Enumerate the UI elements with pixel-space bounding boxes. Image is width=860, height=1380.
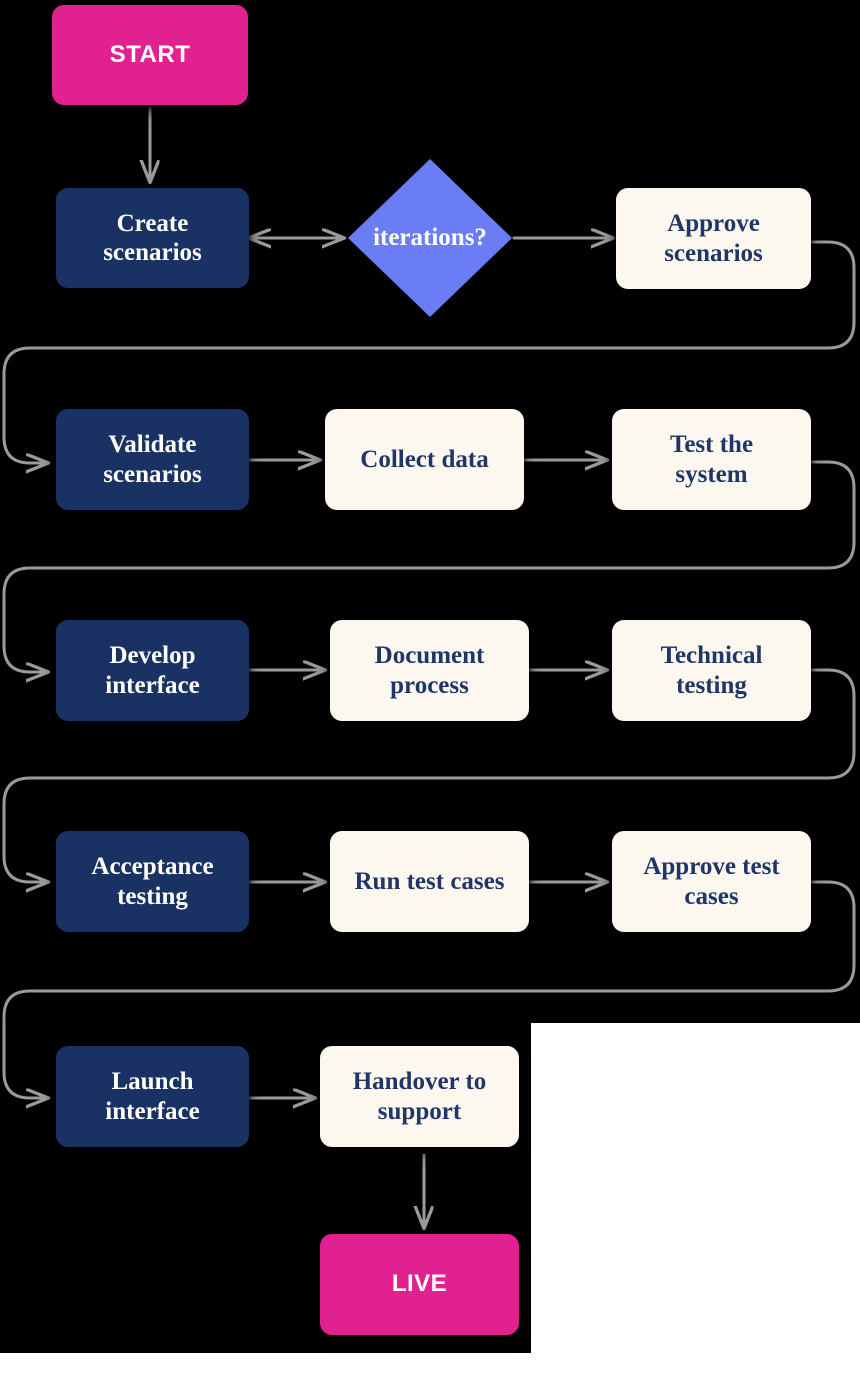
- node-approve-scenarios-label: Approve scenarios: [664, 209, 763, 268]
- node-create-scenarios-label: Create scenarios: [103, 209, 202, 268]
- node-start[interactable]: START: [52, 5, 248, 105]
- line-1: Document: [374, 642, 485, 669]
- node-live-label: LIVE: [391, 1270, 448, 1298]
- node-launch-interface[interactable]: Launch interface: [56, 1046, 249, 1147]
- node-create-scenarios[interactable]: Create scenarios: [56, 188, 249, 288]
- node-handover-to-support[interactable]: Handover to support: [320, 1046, 519, 1147]
- edge-technical-testing-to-acceptance-testing: [2, 668, 856, 882]
- line-2: testing: [117, 882, 188, 910]
- node-acceptance-testing-label: Acceptance testing: [91, 852, 213, 911]
- node-technical-testing-label: Technical testing: [661, 641, 763, 700]
- node-develop-interface[interactable]: Develop interface: [56, 620, 249, 721]
- line-2: support: [377, 1097, 462, 1125]
- line-1: Launch: [111, 1068, 194, 1095]
- line-1: Approve test: [643, 853, 780, 880]
- node-iterations[interactable]: iterations?: [348, 159, 512, 317]
- line-2: scenarios: [103, 239, 202, 266]
- node-run-test-cases-label: Run test cases: [354, 867, 505, 895]
- node-approve-test-cases-label: Approve test cases: [643, 852, 779, 911]
- edge-approve-test-cases-to-launch-interface: [2, 880, 856, 1098]
- node-validate-scenarios[interactable]: Validate scenarios: [56, 409, 249, 510]
- node-launch-interface-label: Launch interface: [105, 1067, 199, 1126]
- edge-test-the-system-to-develop-interface: [2, 460, 856, 672]
- node-document-process[interactable]: Document process: [330, 620, 529, 721]
- line-2: process: [390, 671, 469, 699]
- line-1: Acceptance: [91, 853, 214, 880]
- node-run-test-cases[interactable]: Run test cases: [330, 831, 529, 932]
- node-document-process-label: Document process: [375, 641, 485, 700]
- line-1: Develop: [109, 642, 196, 669]
- line-1: Test the: [669, 431, 754, 458]
- node-handover-to-support-label: Handover to support: [353, 1067, 487, 1126]
- node-iterations-label: iterations?: [373, 224, 487, 251]
- node-collect-data[interactable]: Collect data: [325, 409, 524, 510]
- line-1: Validate: [108, 431, 197, 458]
- node-test-the-system-label: Test the system: [670, 430, 753, 489]
- node-approve-test-cases[interactable]: Approve test cases: [612, 831, 811, 932]
- edge-approve-scenarios-to-validate-scenarios: [2, 240, 856, 463]
- node-start-label: START: [109, 40, 191, 68]
- node-live[interactable]: LIVE: [320, 1234, 519, 1335]
- node-technical-testing[interactable]: Technical testing: [612, 620, 811, 721]
- diamond-shape: [348, 159, 512, 317]
- line-1: Handover to: [352, 1068, 487, 1095]
- node-approve-scenarios[interactable]: Approve scenarios: [616, 188, 811, 289]
- node-collect-data-label: Collect data: [360, 445, 489, 473]
- node-validate-scenarios-label: Validate scenarios: [103, 430, 202, 489]
- line-1: Technical: [660, 642, 763, 669]
- line-2: interface: [105, 1097, 200, 1125]
- line-1: Create: [116, 209, 189, 237]
- line-2: scenarios: [103, 460, 202, 488]
- line-2: system: [675, 460, 748, 488]
- node-develop-interface-label: Develop interface: [105, 641, 199, 700]
- node-test-the-system[interactable]: Test the system: [612, 409, 811, 510]
- line-2: testing: [676, 671, 747, 699]
- line-2: cases: [684, 882, 739, 910]
- line-2: interface: [105, 671, 200, 699]
- line-2: scenarios: [664, 239, 763, 267]
- line-1: Approve: [667, 210, 760, 237]
- node-acceptance-testing[interactable]: Acceptance testing: [56, 831, 249, 932]
